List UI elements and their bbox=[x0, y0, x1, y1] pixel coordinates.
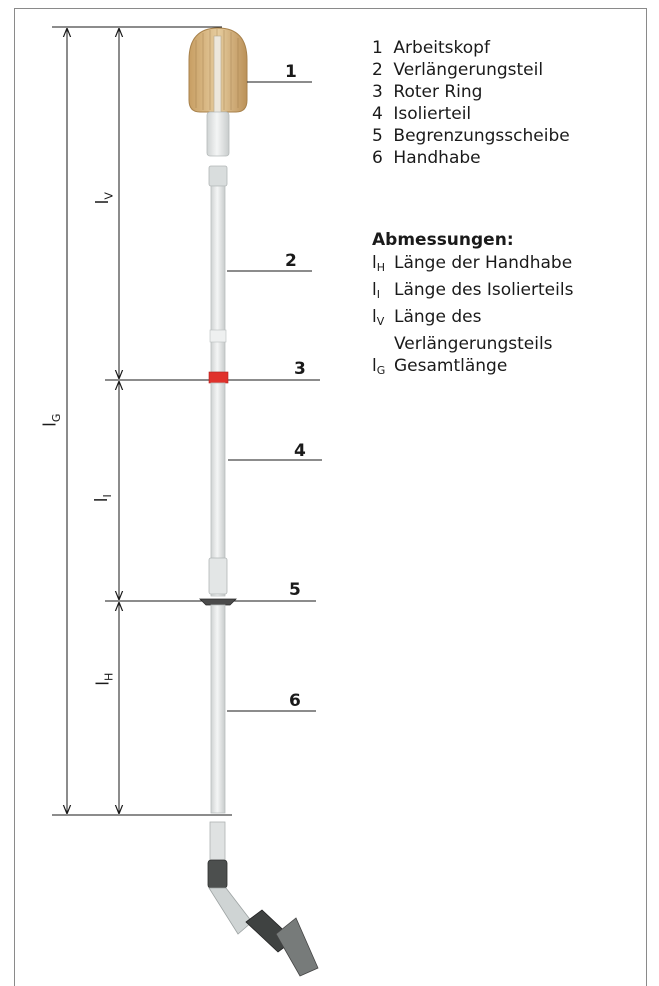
callout-lines bbox=[227, 81, 322, 712]
legend-item: 6 Handhabe bbox=[372, 148, 481, 168]
callout-2: 2 bbox=[285, 251, 297, 271]
callout-5: 5 bbox=[289, 580, 301, 600]
legend-item: 5 Begrenzungsscheibe bbox=[372, 126, 570, 146]
insulating-rod bbox=[208, 382, 228, 597]
limiting-disc bbox=[199, 598, 237, 606]
dim-label-lh: lH bbox=[93, 672, 116, 686]
figure-frame bbox=[14, 8, 647, 986]
bottom-coupling bbox=[207, 821, 319, 977]
brush-head bbox=[188, 27, 248, 157]
parts-legend: 1 Arbeitskopf 2 Verlängerungsteil 3 Rote… bbox=[372, 37, 570, 169]
callout-6: 6 bbox=[289, 691, 301, 711]
legend-item: 3 Roter Ring bbox=[372, 82, 483, 102]
handle-rod bbox=[210, 604, 226, 814]
callout-1: 1 bbox=[285, 62, 297, 82]
extension-lines bbox=[52, 26, 320, 816]
dim-label-li: lI bbox=[91, 494, 115, 503]
callout-4: 4 bbox=[294, 441, 306, 461]
legend-item: 2 Verlängerungsteil bbox=[372, 60, 544, 80]
dimensions-heading: Abmessungen: bbox=[372, 230, 514, 250]
legend-item: 4 Isolierteil bbox=[372, 104, 472, 124]
callout-3: 3 bbox=[294, 359, 306, 379]
legend-item: 1 Arbeitskopf bbox=[372, 38, 490, 58]
dim-label-lv: lV bbox=[92, 192, 116, 205]
red-ring bbox=[208, 371, 229, 384]
dim-label-lg: lG bbox=[40, 413, 63, 427]
dimension-item-continued: Verlängerungsteils bbox=[394, 334, 553, 354]
extension-rod bbox=[208, 165, 228, 373]
